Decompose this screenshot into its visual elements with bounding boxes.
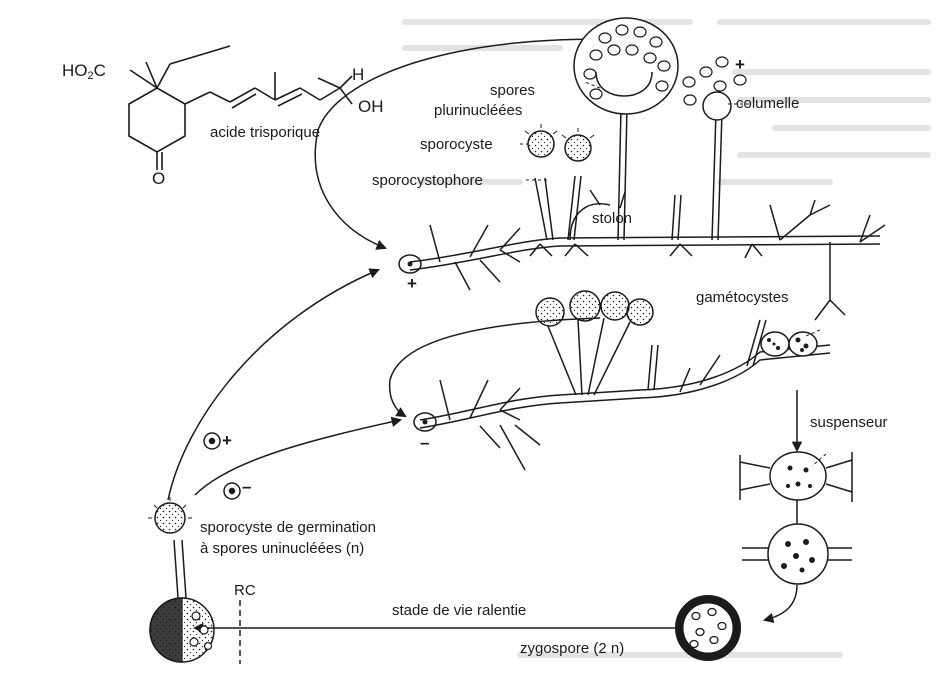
- label-sporocyste: sporocyste: [420, 136, 493, 153]
- sign-minus-mycelium: –: [420, 434, 429, 451]
- acid-group-text: HO: [62, 61, 88, 80]
- label-plurinucleees: plurinucléées: [434, 102, 522, 119]
- hydrogen-label: H: [352, 66, 364, 83]
- label-stolon: stolon: [592, 210, 632, 227]
- spore-minus-nucleus: [423, 420, 428, 425]
- acid-group-label: HO2C: [62, 62, 106, 85]
- label-zygospore: zygospore (2 n): [520, 640, 624, 657]
- sign-plus-mycelium: +: [407, 275, 417, 292]
- label-suspenseur: suspenseur: [810, 414, 888, 431]
- label-rc: RC: [234, 582, 256, 599]
- label-columelle: columelle: [736, 95, 799, 112]
- label-germination-line1: sporocyste de germination: [200, 519, 376, 536]
- gametocysts: [761, 332, 817, 356]
- label-gametocystes: gamétocystes: [696, 289, 789, 306]
- sign-plus-spore: +: [222, 432, 232, 449]
- conjugation-stage: [740, 452, 852, 584]
- spore-plus-nucleus: [408, 262, 413, 267]
- lower-sporocysts: [536, 291, 653, 326]
- hydroxyl-label: OH: [358, 98, 384, 115]
- sign-plus-top: +: [735, 56, 745, 73]
- label-germination-line2: à spores uninucléées (n): [200, 540, 364, 557]
- trisporic-acid-structure: [129, 62, 352, 170]
- acid-group-carbon: C: [94, 61, 106, 80]
- label-spores: spores: [490, 82, 535, 99]
- label-sporocystophore: sporocystophore: [372, 172, 483, 189]
- zygospore: [676, 596, 740, 660]
- label-stade-de-vie-ralentie: stade de vie ralentie: [392, 602, 526, 619]
- acid-bond: [170, 46, 230, 64]
- label-leaders: [520, 82, 826, 466]
- sign-minus-spore: –: [242, 478, 251, 495]
- molecule-name: acide trisporique: [210, 124, 320, 141]
- keto-oxygen-label: O: [152, 170, 165, 187]
